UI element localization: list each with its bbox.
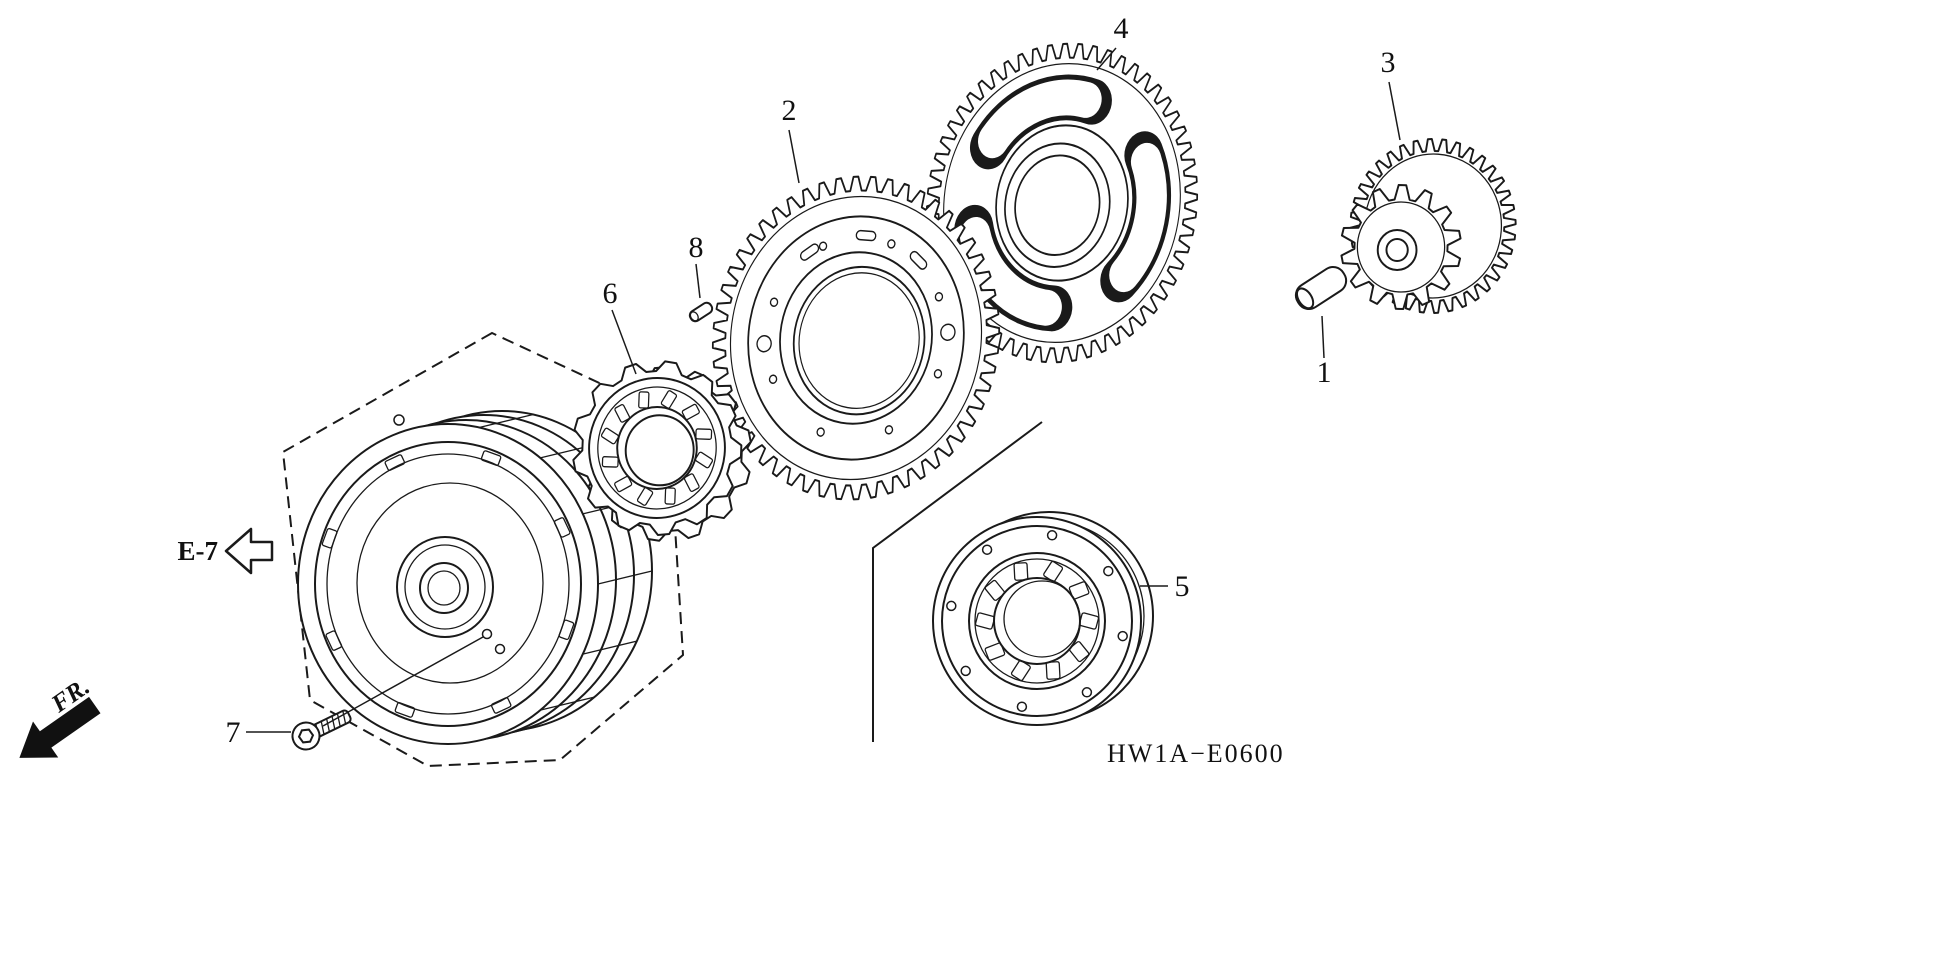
frame-reference-label: E-7 xyxy=(178,536,219,566)
part-1-collar xyxy=(1294,265,1348,311)
leader-lines xyxy=(246,47,1401,733)
leader-line-1 xyxy=(1321,315,1325,359)
flywheel xyxy=(297,410,653,745)
part-3-starter-idler-gear xyxy=(1340,138,1517,314)
callout-part-8: 8 xyxy=(689,231,704,264)
leader-line-4 xyxy=(1096,47,1117,71)
part-4-driven-gear xyxy=(925,42,1199,364)
diagram-code: HW1A−E0600 xyxy=(1107,739,1285,768)
part-5-starter-clutch-outer xyxy=(932,511,1154,726)
callout-part-4: 4 xyxy=(1114,12,1129,45)
front-direction-marker: FR. xyxy=(19,673,101,758)
callout-part-6: 6 xyxy=(603,277,618,310)
callout-part-3: 3 xyxy=(1381,46,1396,79)
part-callouts: 4 3 2 8 6 1 5 7 xyxy=(226,12,1396,749)
assembly-boundary xyxy=(281,331,685,768)
leader-line-6 xyxy=(611,309,637,375)
grouping-bracket xyxy=(872,421,1043,742)
callout-part-1: 1 xyxy=(1317,356,1332,389)
part-2-clutch-gear xyxy=(711,175,1001,501)
grouping-bracket-line xyxy=(872,421,1043,742)
leader-line-3 xyxy=(1388,81,1401,141)
part-7-flange-bolt xyxy=(291,709,352,751)
callout-part-2: 2 xyxy=(782,94,797,127)
assembly-boundary-outline xyxy=(281,331,685,768)
fr-arrow-icon xyxy=(19,696,101,758)
frame-reference: E-7 xyxy=(178,527,274,575)
leader-line-2 xyxy=(788,129,800,184)
callout-part-7: 7 xyxy=(226,716,241,749)
callout-part-5: 5 xyxy=(1175,570,1190,603)
part-6-one-way-clutch xyxy=(572,360,752,542)
part-8-dowel-pin xyxy=(688,301,714,323)
e7-arrow-icon xyxy=(224,527,274,575)
leader-line-8 xyxy=(695,263,701,299)
leader-line-7-to-flywheel xyxy=(322,636,484,727)
